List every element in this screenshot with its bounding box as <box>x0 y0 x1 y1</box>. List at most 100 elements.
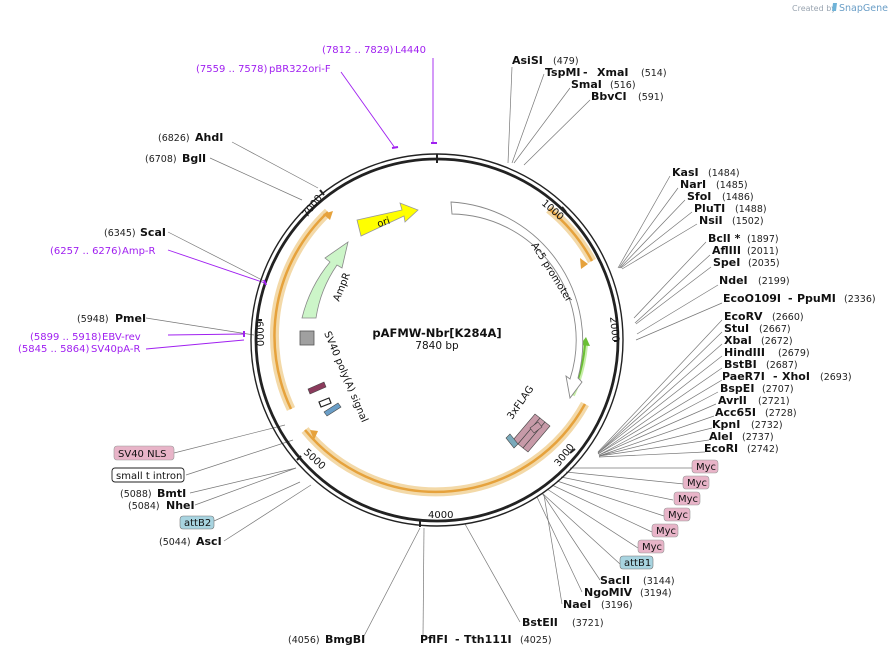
primer-marks <box>243 142 437 337</box>
enzyme-pos: (6826) <box>158 133 190 144</box>
enzyme-pos: (1897) <box>747 234 779 245</box>
enzyme-label: Tth111I <box>464 633 512 646</box>
enzyme-label: PflFI <box>420 633 448 646</box>
enzyme-label: PmeI <box>115 312 146 325</box>
enzyme-label: AflIII <box>712 244 741 257</box>
boxed-features-right: Myc Myc Myc Myc Myc Myc attB1 <box>619 459 719 570</box>
tick-6000: 6000 <box>253 321 265 347</box>
primer-label: L4440 <box>395 45 426 56</box>
enzyme-label: BmgBI <box>325 633 365 646</box>
enzyme-label: NgoMIV <box>584 586 633 599</box>
enzyme-label: NdeI <box>719 274 748 287</box>
enzyme-pos: (3196) <box>601 600 633 611</box>
enzyme-pos: (6345) <box>104 228 136 239</box>
enzyme-label: EcoRI <box>704 442 738 455</box>
enzyme-label: KasI <box>672 166 699 179</box>
enzyme-label: PluTI <box>694 202 725 215</box>
enzyme-label: EcoRV <box>724 310 763 323</box>
enzyme-label: XmaI <box>597 66 628 79</box>
act5c-promoter-feature <box>450 201 584 400</box>
primer-range: (7559 .. 7578) <box>196 64 268 75</box>
leader-lines <box>145 66 723 637</box>
ori-label: ori <box>376 216 392 230</box>
orf-arc-2-core <box>304 403 587 494</box>
myc-box-4 <box>663 507 691 522</box>
enzyme-pos: (591) <box>638 92 664 103</box>
enzyme-label: XbaI <box>724 334 752 347</box>
enzyme-label: SacII <box>600 574 630 587</box>
enzyme-pos: (5044) <box>159 537 191 548</box>
enzyme-pos: (1485) <box>716 180 748 191</box>
enzyme-label: BstBI <box>724 358 757 371</box>
ampr-label: AmpR <box>332 271 353 303</box>
enzyme-label-sep: - <box>773 370 778 383</box>
myc-label: Myc <box>668 510 688 521</box>
enzyme-pos: (2035) <box>748 258 780 269</box>
enzyme-label: NaeI <box>563 598 591 611</box>
enzyme-pos: (2742) <box>747 444 779 455</box>
enzyme-pos: (3194) <box>640 588 672 599</box>
enzyme-label: EcoO109I <box>723 292 781 305</box>
enzyme-label: PaeR7I <box>722 370 765 383</box>
enzyme-label: KpnI <box>712 418 740 431</box>
enzyme-label: BbvCI <box>591 90 627 103</box>
enzyme-labels-left: (5948) PmeI (6345) ScaI (6708) BglI (682… <box>77 131 223 325</box>
primer-labels: (7812 .. 7829) L4440 (7559 .. 7578) pBR3… <box>18 45 426 355</box>
enzyme-pos: (1484) <box>708 168 740 179</box>
enzyme-label: XhoI <box>782 370 810 383</box>
enzyme-labels-right: KasI (1484) NarI (1485) SfoI (1486) PluT… <box>672 166 876 455</box>
myc-label: Myc <box>696 462 716 473</box>
enzyme-pos: (3144) <box>643 576 675 587</box>
tick-2000: 2000 <box>607 316 621 342</box>
act5c-promoter-label: Ac5 promoter <box>528 241 574 305</box>
enzyme-label: BstEII <box>522 616 558 629</box>
enzyme-label: AhdI <box>195 131 223 144</box>
enzyme-label: HindIII <box>724 346 765 359</box>
enzyme-pos: (5088) <box>120 489 152 500</box>
snapgene-logo-icon <box>832 3 837 11</box>
orf-arc-3-core <box>273 211 329 410</box>
enzyme-label: AleI <box>709 430 733 443</box>
myc-label: Myc <box>687 478 707 489</box>
flag-myc-cluster <box>505 413 551 453</box>
enzyme-pos: (2687) <box>766 360 798 371</box>
enzyme-label: PpuMI <box>797 292 836 305</box>
primer-range: (7812 .. 7829) <box>322 45 394 56</box>
myc-box-6 <box>637 539 665 554</box>
enzyme-label: NheI <box>166 499 195 512</box>
plasmid-size: 7840 bp <box>415 340 459 352</box>
enzyme-pos: (2336) <box>844 294 876 305</box>
enzyme-label-sep: - <box>455 633 460 646</box>
enzyme-pos: (479) <box>553 56 579 67</box>
enzyme-labels-top: AsiSI (479) TspMI - XmaI (514) SmaI (516… <box>512 54 667 103</box>
enzyme-label: NsiI <box>699 214 723 227</box>
enzyme-pos: (2707) <box>762 384 794 395</box>
enzyme-pos: (2660) <box>772 312 804 323</box>
myc-label: Myc <box>656 526 676 537</box>
orf-arrow-2 <box>310 430 318 440</box>
enzyme-pos: (1486) <box>722 192 754 203</box>
enzyme-label: SmaI <box>571 78 602 91</box>
snapgene-brand: SnapGene <box>839 3 888 14</box>
attb2-label: attB2 <box>184 518 211 529</box>
enzyme-label: BclI * <box>708 232 741 245</box>
primer-label: pBR322ori-F <box>269 64 331 75</box>
primer-lines <box>145 58 434 350</box>
attb1-label: attB1 <box>624 558 651 569</box>
enzyme-pos: (2679) <box>778 348 810 359</box>
primer-label: EBV-rev <box>102 332 141 343</box>
enzyme-labels-bottom-left: (5044) AscI attB2 (5084) NheI (5088) Bmt… <box>111 445 222 548</box>
credit-text: Created by <box>792 4 836 13</box>
sv40-region <box>307 381 342 417</box>
enzyme-label: BspEI <box>720 382 754 395</box>
primer-label: SV40pA-R <box>91 344 140 355</box>
enzyme-label: BglI <box>182 152 206 165</box>
enzyme-pos: (2199) <box>758 276 790 287</box>
enzyme-pos: (1502) <box>732 216 764 227</box>
enzyme-pos: (2728) <box>765 408 797 419</box>
enzyme-pos: (514) <box>641 68 667 79</box>
orf-arrow-3 <box>323 211 333 220</box>
myc-box-3 <box>673 491 701 506</box>
small-t-intron-label: small t intron <box>116 471 182 482</box>
